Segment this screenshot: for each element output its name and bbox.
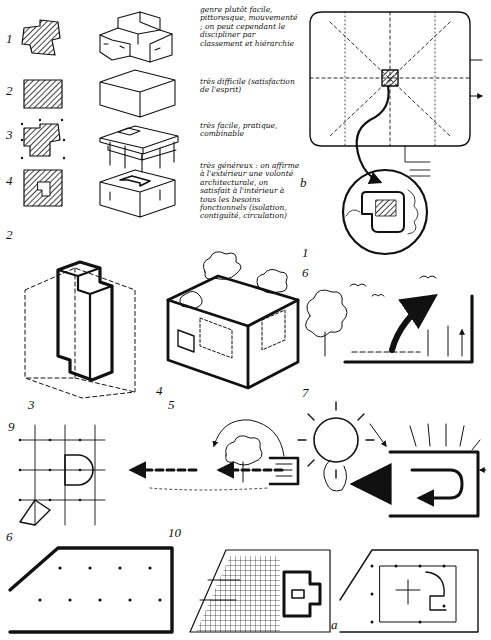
figure-number: 3 bbox=[28, 398, 35, 413]
row-number: 3 bbox=[6, 128, 13, 143]
figure-number: 6 bbox=[6, 530, 13, 545]
handwritten-note: très facile, pratique, combinable bbox=[200, 122, 300, 139]
figure-number: 4 bbox=[156, 384, 163, 399]
row-number: 4 bbox=[6, 174, 13, 189]
figure-number: a bbox=[331, 618, 338, 633]
handwritten-note: très difficile (satisfaction de l'esprit… bbox=[200, 78, 300, 95]
figure-number: 2 bbox=[6, 228, 13, 243]
figure-number: 6 bbox=[302, 266, 309, 281]
handwritten-note: très généreux : on affirme à l'extérieur… bbox=[200, 162, 300, 221]
row-number: 2 bbox=[6, 84, 13, 99]
figure-number: 10 bbox=[168, 526, 181, 541]
handwritten-note: genre plutôt facile, pittoresque, mouvem… bbox=[200, 6, 300, 48]
figure-number: 5 bbox=[168, 398, 175, 413]
figure-number: b bbox=[300, 176, 307, 191]
figure-number: 1 bbox=[302, 246, 309, 261]
figure-number: 9 bbox=[8, 420, 15, 435]
row-number: 1 bbox=[6, 32, 13, 47]
figure-number: 7 bbox=[302, 386, 309, 401]
